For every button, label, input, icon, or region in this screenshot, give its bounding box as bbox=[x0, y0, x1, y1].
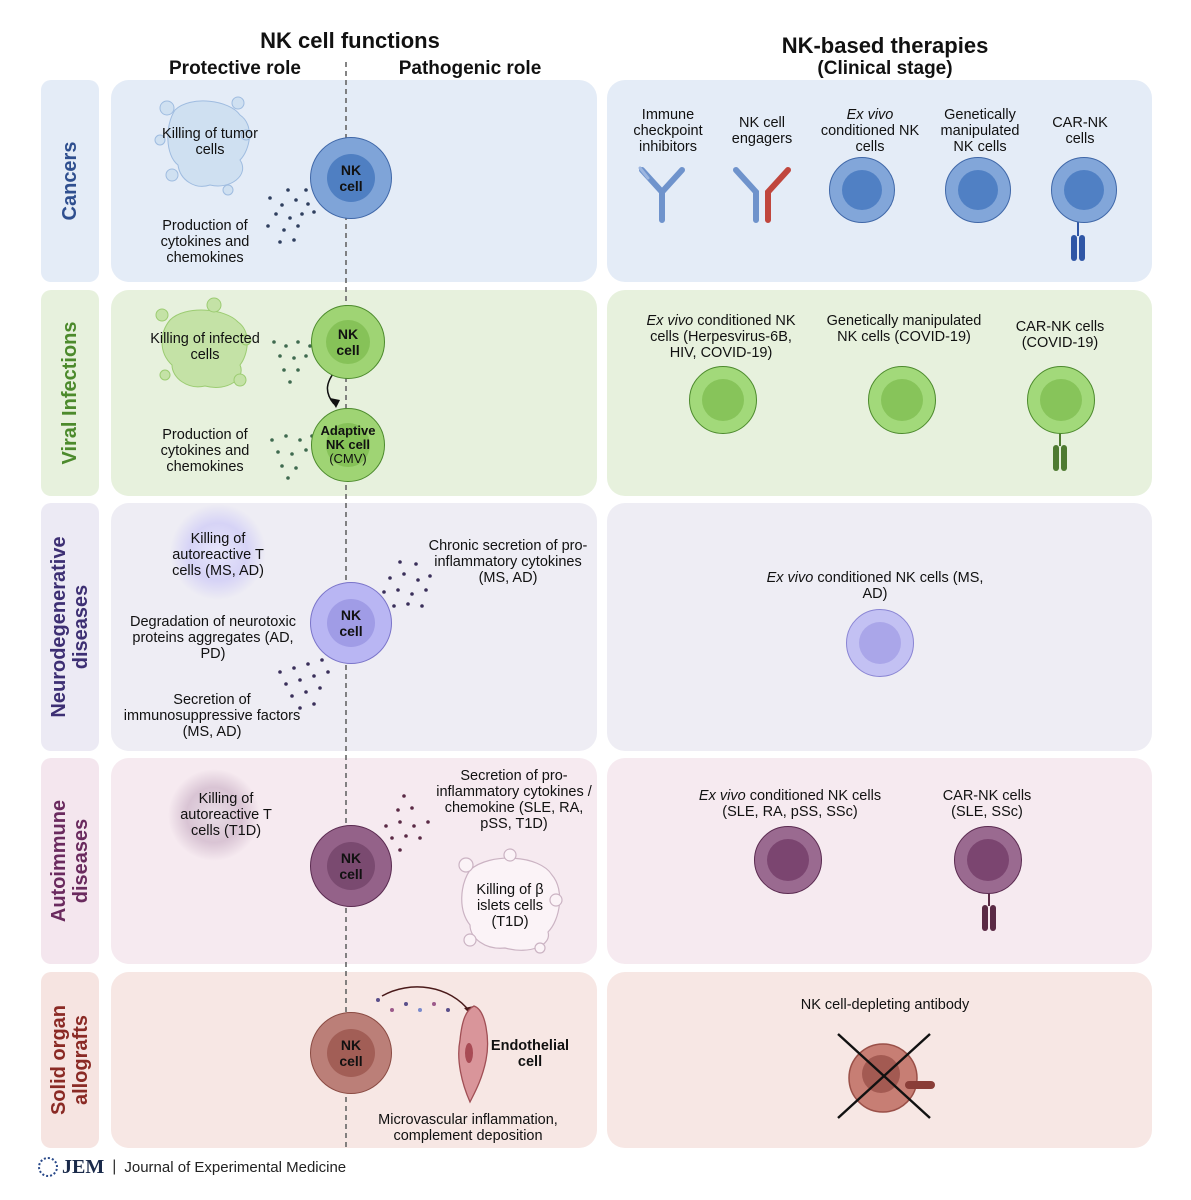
therapy-checkpoint-label: Immune checkpoint inhibitors bbox=[633, 107, 703, 155]
chronic-secretion-text: Chronic secretion of pro-inflammatory cy… bbox=[428, 538, 588, 586]
production-cytokines-viral-text: Production of cytokines and chemokines bbox=[160, 427, 250, 475]
therapy-exvivo-viral-label: Ex vivo conditioned NK cells (Herpesviru… bbox=[646, 313, 796, 361]
production-cytokines-cancers-text: Production of cytokines and chemokines bbox=[160, 218, 250, 266]
therapy-genetic-cancers-label: Genetically manipulated NK cells bbox=[940, 107, 1020, 155]
therapy-engagers-label: NK cell engagers bbox=[731, 115, 793, 147]
exvivo-nk-cell-viral bbox=[689, 366, 757, 434]
therapy-exvivo-autoimmune-label: Ex vivo conditioned NK cells (SLE, RA, p… bbox=[698, 788, 882, 820]
nk-functions-title: NK cell functions bbox=[260, 28, 440, 53]
secretion-proinflammatory-text: Secretion of pro-inflammatory cytokines … bbox=[436, 768, 592, 832]
endothelial-cell-label: Endothelial cell bbox=[490, 1038, 570, 1070]
therapy-exvivo-cancers-label: Ex vivo conditioned NK cells bbox=[820, 107, 920, 155]
panel-autoimmune-therapies bbox=[607, 758, 1152, 964]
nk-cell-allografts: NK cell bbox=[310, 1012, 392, 1094]
genetic-nk-cell-cancers bbox=[945, 157, 1011, 223]
killing-autoreactive-neuro-text: Killing of autoreactive T cells (MS, AD) bbox=[172, 531, 264, 579]
jem-logo-mark-icon bbox=[38, 1157, 58, 1177]
nk-cell-autoimmune: NK cell bbox=[310, 825, 392, 907]
therapy-depleting-antibody-label: NK cell-depleting antibody bbox=[800, 997, 970, 1013]
exvivo-nk-cell-autoimmune bbox=[754, 826, 822, 894]
killing-autoreactive-t1d-text: Killing of autoreactive T cells (T1D) bbox=[180, 791, 272, 839]
journal-name: Journal of Experimental Medicine bbox=[124, 1158, 347, 1176]
protective-role-header: Protective role bbox=[169, 58, 301, 79]
carnk-cell-viral bbox=[1027, 366, 1095, 434]
nk-cell-cancers: NK cell bbox=[310, 137, 392, 219]
genetic-nk-cell-viral bbox=[868, 366, 936, 434]
therapy-genetic-viral-label: Genetically manipulated NK cells (COVID-… bbox=[826, 313, 982, 345]
pathogenic-role-header: Pathogenic role bbox=[398, 58, 542, 79]
exvivo-nk-cell-cancers bbox=[829, 157, 895, 223]
killing-tumor-cells-text: Killing of tumor cells bbox=[162, 126, 258, 158]
carnk-cell-autoimmune bbox=[954, 826, 1022, 894]
row-label-cancers: Cancers bbox=[41, 80, 99, 282]
nk-cell-neuro: NK cell bbox=[310, 582, 392, 664]
therapy-carnk-viral-label: CAR-NK cells (COVID-19) bbox=[1015, 319, 1105, 351]
killing-infected-cells-text: Killing of infected cells bbox=[150, 331, 260, 363]
degradation-aggregates-text: Degradation of neurotoxic proteins aggre… bbox=[129, 614, 297, 662]
secretion-immunosuppressive-text: Secretion of immunosuppressive factors (… bbox=[123, 692, 301, 740]
jem-logo: JEM | Journal of Experimental Medicine bbox=[38, 1156, 346, 1178]
adaptive-nk-cell-viral: Adaptive NK cell (CMV) bbox=[311, 408, 385, 482]
row-label-viral-infections: Viral Infections bbox=[41, 290, 99, 496]
nk-therapies-title: NK-based therapies bbox=[781, 33, 989, 58]
therapy-exvivo-neuro-label: Ex vivo conditioned NK cells (MS, AD) bbox=[766, 570, 984, 602]
exvivo-nk-cell-neuro bbox=[846, 609, 914, 677]
carnk-cell-cancers bbox=[1051, 157, 1117, 223]
therapy-carnk-autoimmune-label: CAR-NK cells (SLE, SSc) bbox=[942, 788, 1032, 820]
microvascular-inflammation-text: Microvascular inflammation, complement d… bbox=[378, 1112, 558, 1144]
therapy-carnk-cancers-label: CAR-NK cells bbox=[1052, 115, 1108, 147]
nk-cell-viral: NK cell bbox=[311, 305, 385, 379]
killing-beta-islets-text: Killing of β islets cells (T1D) bbox=[476, 882, 544, 930]
clinical-stage-subtitle: (Clinical stage) bbox=[817, 58, 953, 79]
